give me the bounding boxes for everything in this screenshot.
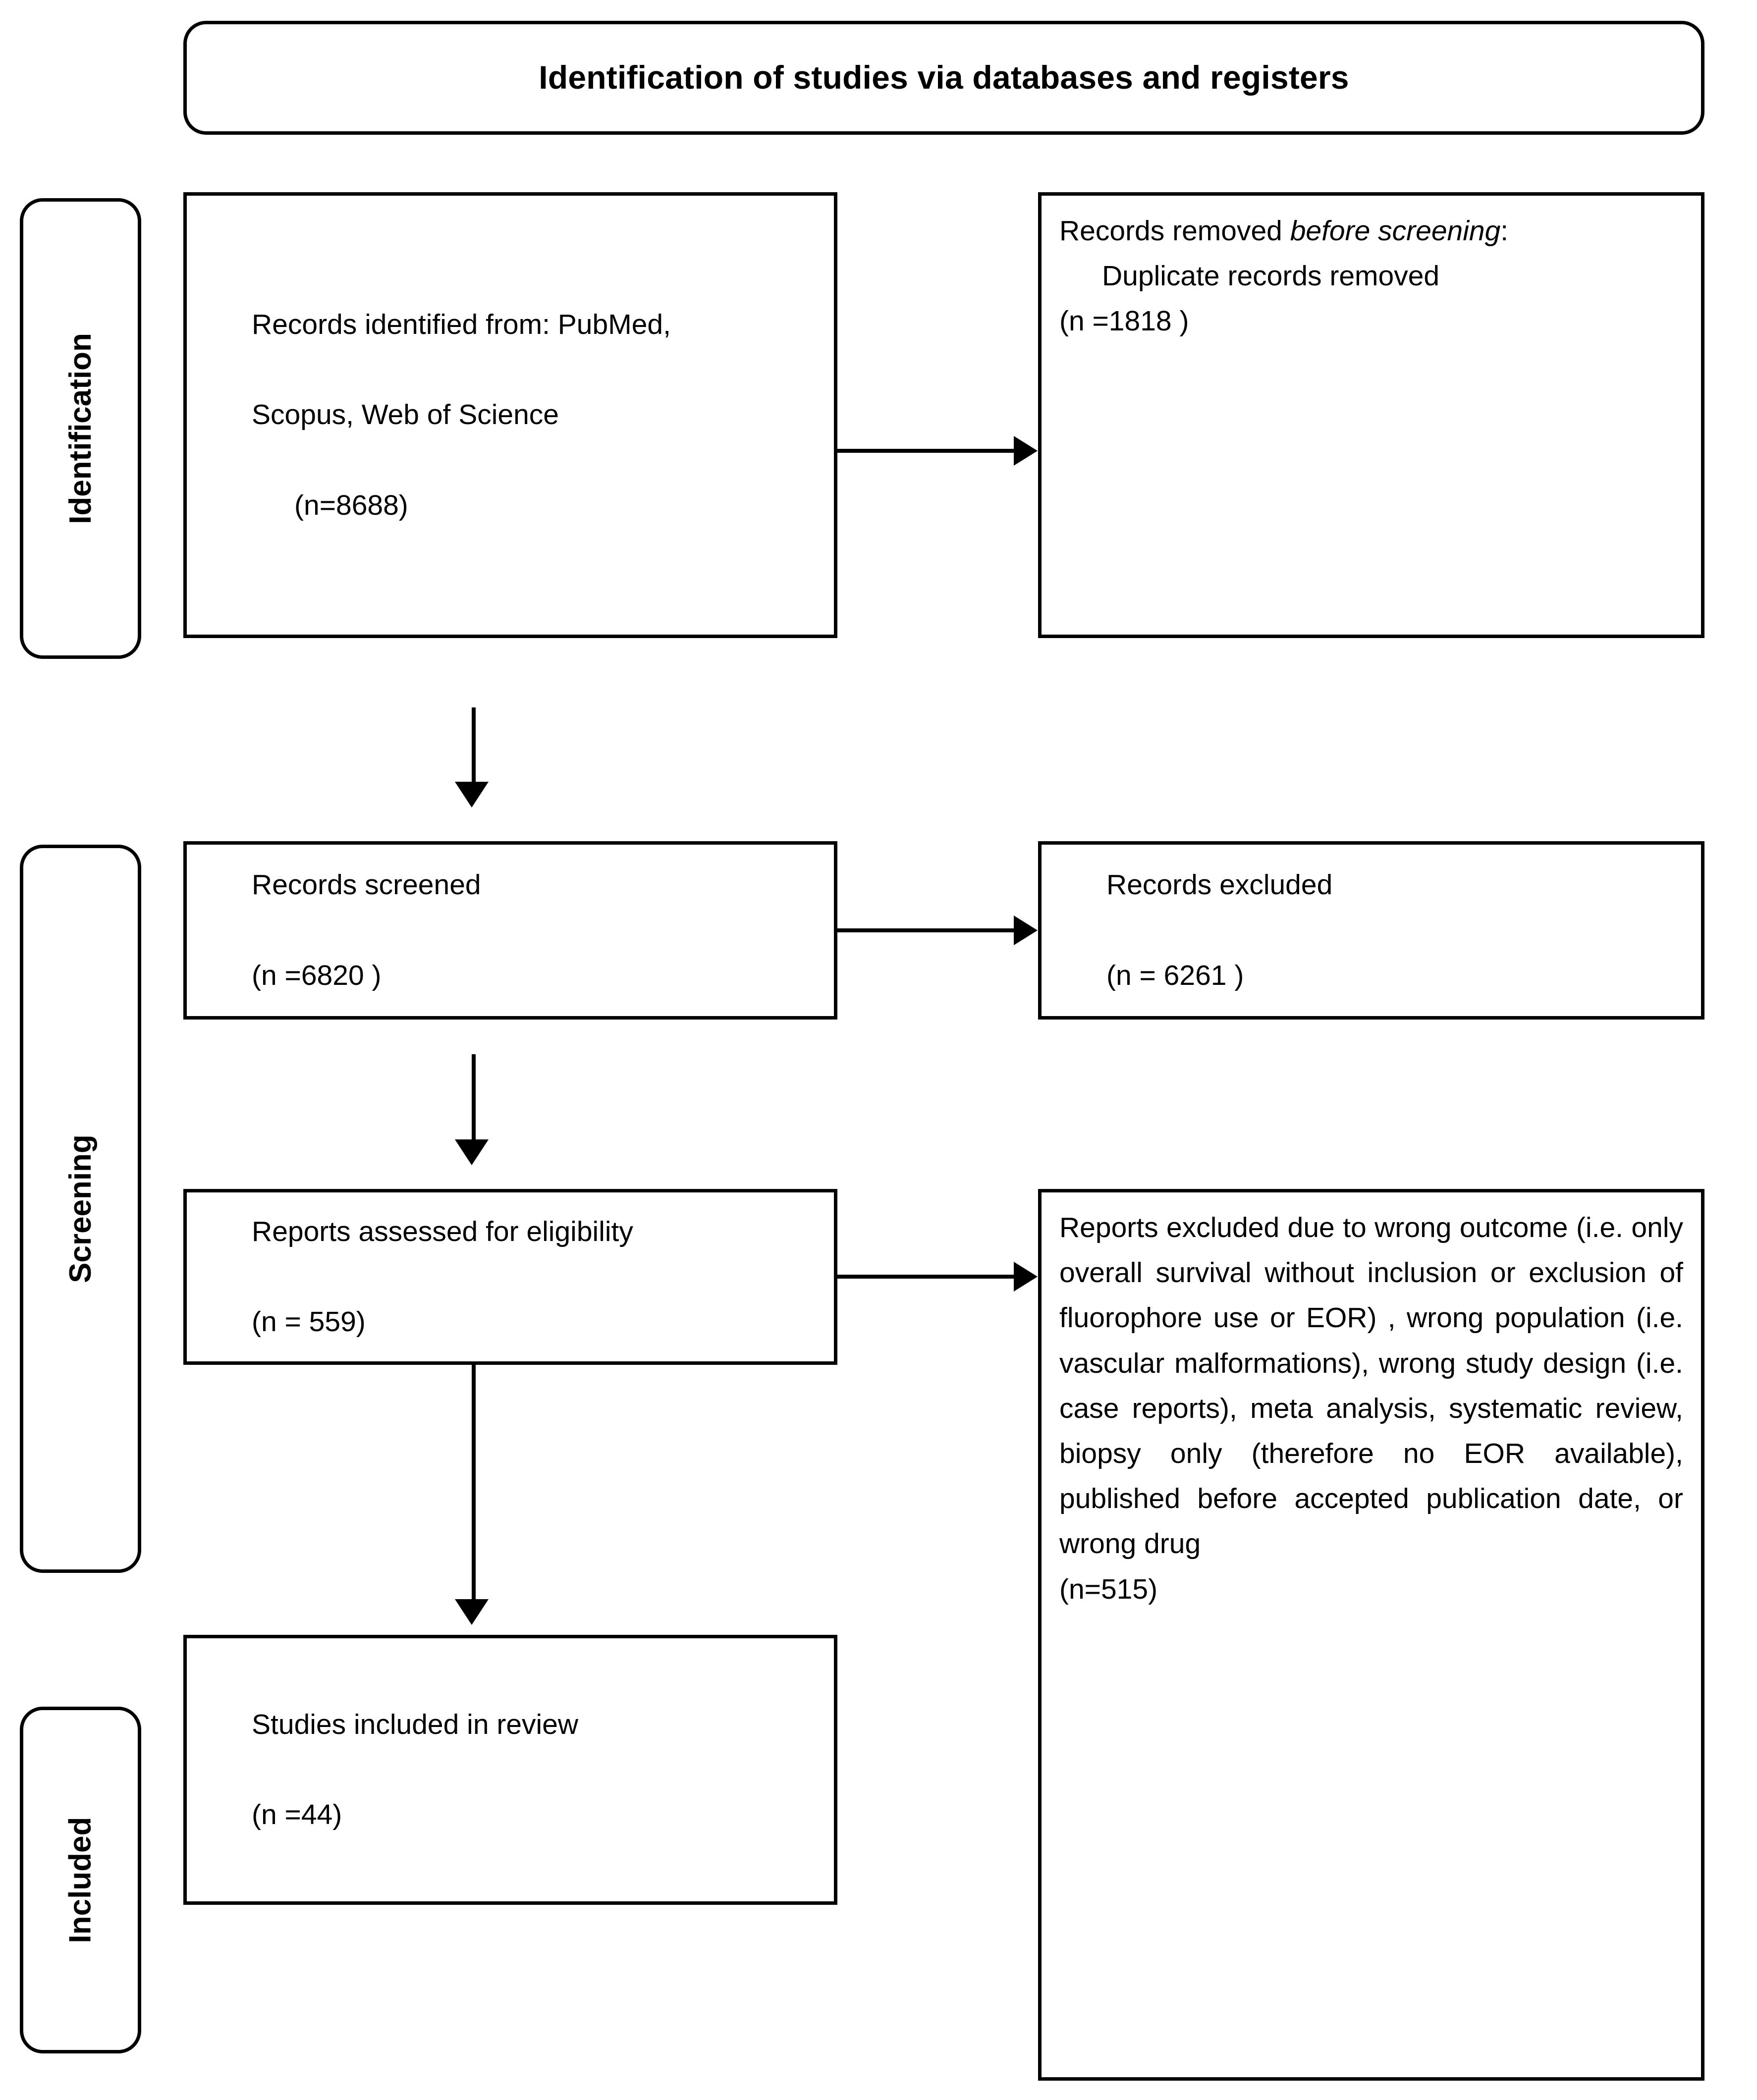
box-studies-included: Studies included in review (n =44)	[183, 1635, 837, 1905]
records-screened-count: (n =6820 )	[252, 959, 382, 991]
box-records-removed-before-screening: Records removed before screening: Duplica…	[1038, 192, 1704, 638]
records-removed-detail: Duplicate records removed	[1102, 260, 1440, 292]
arrow-assessed-to-reports-excluded-line	[837, 1275, 1017, 1279]
box-records-identified: Records identified from: PubMed, Scopus,…	[183, 192, 837, 638]
stage-pill-included: Included	[20, 1707, 141, 2053]
reports-assessed-label: Reports assessed for eligibility	[252, 1215, 633, 1247]
records-removed-lead-tail: :	[1500, 215, 1509, 247]
box-records-excluded-text: Records excluded (n = 6261 )	[1059, 817, 1332, 1043]
records-excluded-count: (n = 6261 )	[1106, 959, 1244, 991]
records-identified-line2: Scopus, Web of Science	[252, 399, 559, 431]
records-identified-line1: Records identified from: PubMed,	[252, 309, 671, 341]
arrow-screened-to-excluded-head-icon	[1014, 915, 1038, 945]
arrow-screened-to-assessed-line	[472, 1054, 476, 1144]
box-reports-excluded: Reports excluded due to wrong outcome (i…	[1038, 1189, 1704, 2081]
records-removed-count: (n =1818 )	[1059, 305, 1189, 337]
box-studies-included-text: Studies included in review (n =44)	[205, 1657, 578, 1883]
records-excluded-label: Records excluded	[1106, 869, 1333, 901]
stage-label-identification: Identification	[63, 333, 98, 524]
box-records-identified-text: Records identified from: PubMed, Scopus,…	[205, 257, 671, 573]
diagram-title-banner: Identification of studies via databases …	[183, 21, 1704, 135]
arrow-identified-to-removed-line	[837, 449, 1017, 453]
reports-excluded-body: Reports excluded due to wrong outcome (i…	[1059, 1212, 1691, 1560]
box-reports-excluded-text: Reports excluded due to wrong outcome (i…	[1059, 1205, 1683, 1612]
box-records-excluded: Records excluded (n = 6261 )	[1038, 841, 1704, 1020]
box-records-removed-text: Records removed before screening: Duplica…	[1059, 209, 1683, 344]
stage-pill-identification: Identification	[20, 198, 141, 659]
studies-included-count: (n =44)	[252, 1799, 342, 1831]
box-records-screened: Records screened (n =6820 )	[183, 841, 837, 1020]
stage-label-screening: Screening	[63, 1134, 98, 1283]
arrow-identified-to-screened-head-icon	[455, 782, 489, 808]
arrow-screened-to-assessed-head-icon	[455, 1139, 489, 1165]
arrow-assessed-to-reports-excluded-head-icon	[1014, 1262, 1038, 1292]
records-screened-label: Records screened	[252, 869, 481, 901]
arrow-identified-to-screened-line	[472, 707, 476, 787]
box-reports-assessed-text: Reports assessed for eligibility (n = 55…	[205, 1164, 633, 1390]
records-removed-lead-italic: before screening	[1290, 215, 1501, 247]
records-removed-lead: Records removed	[1059, 215, 1290, 247]
reports-assessed-count: (n = 559)	[252, 1306, 366, 1338]
box-reports-assessed: Reports assessed for eligibility (n = 55…	[183, 1189, 837, 1365]
stage-pill-screening: Screening	[20, 845, 141, 1573]
reports-excluded-count: (n=515)	[1059, 1573, 1158, 1605]
arrow-assessed-to-included-line	[472, 1365, 476, 1603]
box-records-screened-text: Records screened (n =6820 )	[205, 817, 481, 1043]
stage-label-included: Included	[63, 1817, 98, 1943]
page-title: Identification of studies via databases …	[539, 59, 1349, 96]
arrow-screened-to-excluded-line	[837, 928, 1017, 932]
arrow-identified-to-removed-head-icon	[1014, 436, 1038, 466]
records-identified-count: (n=8688)	[294, 489, 408, 521]
studies-included-label: Studies included in review	[252, 1708, 579, 1740]
arrow-assessed-to-included-head-icon	[455, 1599, 489, 1625]
